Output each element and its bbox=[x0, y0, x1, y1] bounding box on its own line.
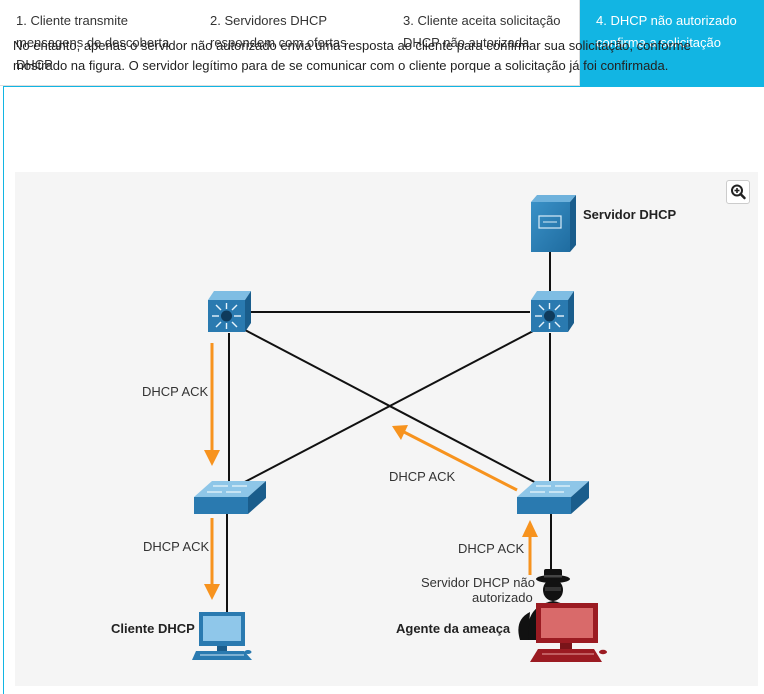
tab-step-4-label: 4. DHCP não autorizado confirma a solici… bbox=[596, 13, 737, 50]
dhcp-client-label: Cliente DHCP bbox=[111, 621, 195, 636]
threat-actor-label: Agente da ameaça bbox=[396, 621, 511, 636]
dhcp-server-label: Servidor DHCP bbox=[583, 207, 677, 222]
tab-step-2[interactable]: 2. Servidores DHCP respondem com ofertas bbox=[194, 0, 388, 86]
ack-label-core-left: DHCP ACK bbox=[142, 384, 209, 399]
ack-label-cross: DHCP ACK bbox=[389, 469, 456, 484]
tab-step-3[interactable]: 3. Cliente aceita solicitação DHCP não a… bbox=[387, 0, 580, 86]
tab-step-4[interactable]: 4. DHCP não autorizado confirma a solici… bbox=[580, 0, 764, 86]
tab-step-3-label: 3. Cliente aceita solicitação DHCP não a… bbox=[403, 13, 561, 50]
step-description: No entanto, apenas o servidor não autori… bbox=[13, 38, 691, 73]
zoom-in-icon bbox=[731, 184, 746, 200]
rogue-server-label-line1: Servidor DHCP não bbox=[421, 575, 535, 590]
tab-bar: 1. Cliente transmite mensagens de descob… bbox=[0, 0, 764, 86]
ack-label-access-left: DHCP ACK bbox=[143, 539, 210, 554]
tab-step-1-label: 1. Cliente transmite mensagens de descob… bbox=[16, 13, 170, 72]
tab-content-panel bbox=[3, 86, 764, 694]
rogue-server-label-line2: autorizado bbox=[472, 590, 533, 605]
zoom-button[interactable] bbox=[726, 180, 750, 204]
network-diagram bbox=[15, 172, 758, 686]
ack-label-rogue: DHCP ACK bbox=[458, 541, 525, 556]
tab-step-1[interactable]: 1. Cliente transmite mensagens de descob… bbox=[0, 0, 195, 86]
tab-step-2-label: 2. Servidores DHCP respondem com ofertas bbox=[210, 13, 347, 50]
